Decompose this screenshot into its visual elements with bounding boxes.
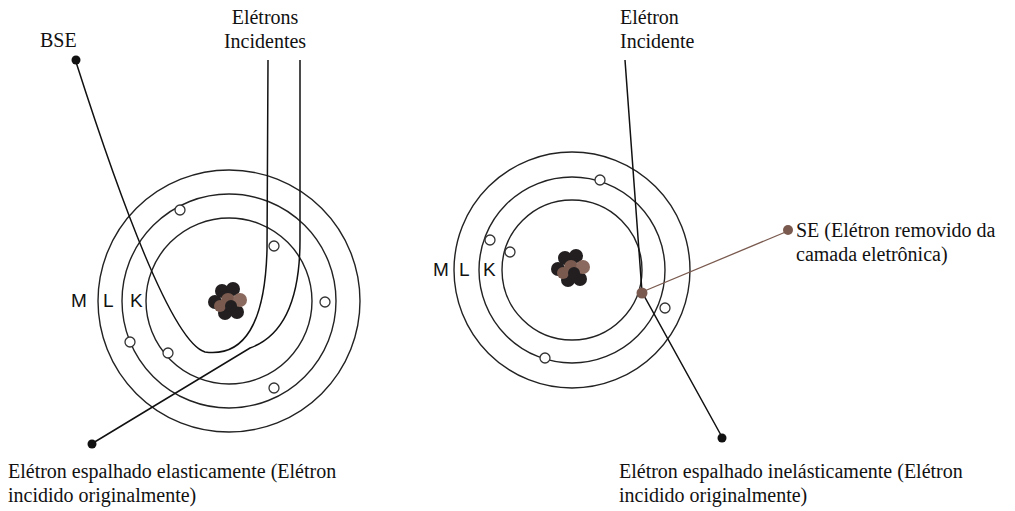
- inelastic-dot: [718, 434, 727, 443]
- left-electrons-part: [175, 205, 185, 215]
- shell-l: [479, 177, 665, 363]
- right-electrons: [485, 175, 670, 363]
- elastic-dot: [88, 440, 97, 449]
- shell-letter: M: [432, 259, 450, 281]
- elastic-path: [93, 60, 300, 443]
- right-electrons-part: [540, 353, 550, 363]
- se-label: SE (Elétron removido da camada eletrônic…: [796, 218, 1010, 266]
- shell-k: [146, 218, 312, 384]
- nucleus: [208, 282, 247, 320]
- nucleus-part: [225, 300, 237, 312]
- nucleus: [551, 249, 590, 287]
- nucleus-part: [557, 267, 569, 279]
- left-electrons-part: [269, 383, 279, 393]
- right-atom: [454, 152, 690, 388]
- se-path: [642, 231, 788, 292]
- shell-l: [122, 194, 336, 408]
- nucleus-part: [568, 267, 580, 279]
- bse-label: BSE: [40, 28, 77, 52]
- bse-path: [76, 60, 268, 353]
- shell-letter: K: [482, 259, 497, 281]
- caption-label: Elétron espalhado elasticamente (Elétron…: [8, 459, 338, 507]
- shell-letter: L: [102, 290, 115, 312]
- left-atom: [98, 170, 360, 432]
- bse-dot: [72, 56, 81, 65]
- shell-k: [502, 200, 642, 340]
- incident-label: Elétrons Incidentes: [210, 5, 320, 53]
- shell-m: [98, 170, 360, 432]
- right-electrons-part: [505, 247, 515, 257]
- left-paths: [76, 60, 300, 443]
- left-electrons-part: [163, 348, 173, 358]
- right-electrons-part: [485, 235, 495, 245]
- se-dot: [783, 225, 793, 235]
- incident-label: Elétron Incidente: [620, 5, 720, 53]
- left-electrons-part: [125, 337, 135, 347]
- se-electron: [637, 288, 648, 299]
- shell-letter: L: [458, 259, 471, 281]
- shell-letter: M: [70, 290, 88, 312]
- shell-letter: K: [129, 290, 144, 312]
- shell-m: [454, 152, 690, 388]
- inelastic-path: [625, 60, 722, 437]
- left-electrons-part: [320, 297, 330, 307]
- left-electrons-part: [269, 241, 279, 251]
- right-electrons-part: [595, 175, 605, 185]
- caption-label: Elétron espalhado inelásticamente (Elétr…: [619, 459, 1011, 507]
- right-electrons-part: [660, 303, 670, 313]
- nucleus-part: [214, 300, 226, 312]
